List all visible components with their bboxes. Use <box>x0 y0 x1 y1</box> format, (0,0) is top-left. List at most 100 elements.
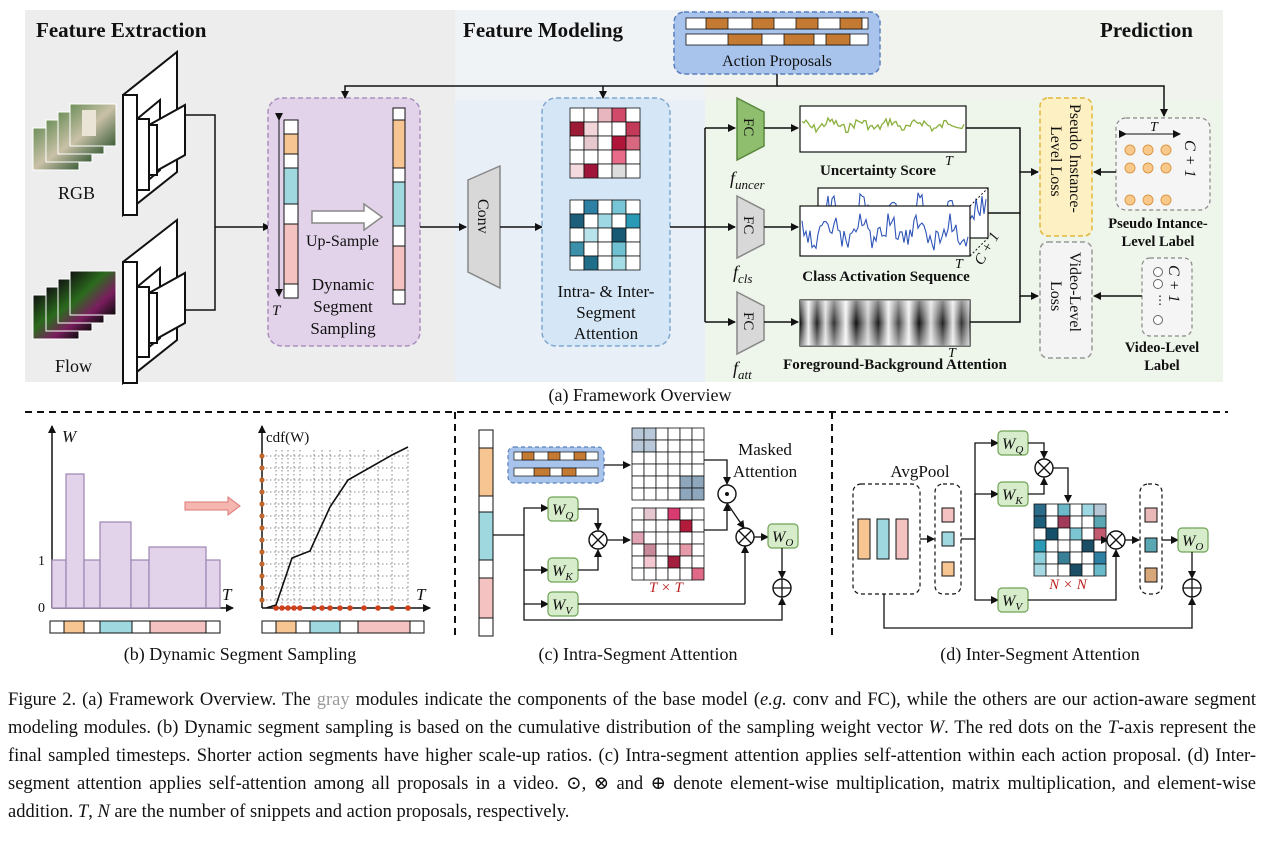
caption-c: (c) Intra-Segment Attention <box>539 644 738 665</box>
grid-cell <box>597 135 613 151</box>
grid-cell <box>1045 551 1059 565</box>
pseudo-label-dot <box>1160 194 1172 206</box>
grid-cell <box>679 567 693 581</box>
grid-cell <box>691 451 705 465</box>
grid-cell <box>611 163 627 179</box>
upsampled-sequence-bar <box>392 107 406 305</box>
grid-cell <box>597 255 613 271</box>
fc-cls-block[interactable] <box>736 194 765 260</box>
panel-d: AvgPool WQ WK WV <box>852 430 1209 665</box>
grid-cell <box>625 163 641 179</box>
b-sequence-bar-right <box>261 620 425 634</box>
grid-cell <box>631 463 645 477</box>
grid-cell <box>1081 551 1095 565</box>
uncertainty-score-plot <box>799 105 967 153</box>
grid-cell <box>667 507 681 521</box>
grid-cell <box>655 555 669 569</box>
b-transition-arrow <box>184 496 241 516</box>
grid-cell <box>597 199 613 215</box>
conv-block[interactable] <box>467 164 501 290</box>
grid-cell <box>679 427 693 441</box>
cdf-y-dot <box>259 489 265 495</box>
grid-cell <box>667 451 681 465</box>
attention-label-2: Segment <box>576 303 636 322</box>
grid-cell <box>691 543 705 557</box>
grid-cell <box>643 439 657 453</box>
grid-cell <box>1069 563 1083 577</box>
sampled-timestep-dot <box>337 605 343 611</box>
grid-cell <box>597 163 613 179</box>
grid-cell <box>625 227 641 243</box>
wk-box: WK <box>547 557 579 583</box>
grid-cell <box>1081 527 1095 541</box>
sampled-timestep-dot <box>273 605 279 611</box>
panel-c: Masked Attention WQ WK WV T × T <box>478 427 799 665</box>
grid-cell <box>679 487 693 501</box>
grid-cell <box>1057 563 1071 577</box>
grid-cell <box>1045 503 1059 517</box>
uncertainty-curve <box>801 116 965 134</box>
grid-cell <box>569 199 585 215</box>
grid-cell <box>611 227 627 243</box>
grid-cell <box>655 451 669 465</box>
grid-cell <box>631 427 645 441</box>
pseudo-loss-label-2: Level Loss <box>1047 126 1064 197</box>
cdf-y-dot <box>259 597 265 603</box>
grid-cell <box>1045 527 1059 541</box>
fc-uncertainty-block[interactable] <box>736 96 765 162</box>
cdf-sampling-grid <box>259 450 411 611</box>
grid-cell <box>631 451 645 465</box>
cdf-axis-label: cdf(W) <box>266 430 309 446</box>
pseudo-instance-loss-box[interactable] <box>1039 97 1093 237</box>
grid-cell <box>643 427 657 441</box>
grid-cell <box>655 439 669 453</box>
w-axis-label: W <box>62 427 78 446</box>
pseudo-label-dot <box>1142 194 1154 206</box>
cdf-y-dot <box>259 525 265 531</box>
sampled-timestep-dot <box>361 605 367 611</box>
grid-cell <box>569 107 585 123</box>
upsample-arrow <box>311 202 384 232</box>
grid-cell <box>1033 527 1047 541</box>
sampled-timestep-dot <box>319 605 325 611</box>
grid-cell <box>643 463 657 477</box>
grid-cell <box>679 519 693 533</box>
fc-uncertainty-label: FC <box>740 118 756 136</box>
grid-cell <box>1045 539 1059 553</box>
sampled-timestep-dot <box>311 605 317 611</box>
pseudo-label-dot <box>1124 194 1136 206</box>
sampled-timestep-dot <box>389 605 395 611</box>
grid-cell <box>1045 563 1059 577</box>
grid-cell <box>655 427 669 441</box>
grid-cell <box>1045 515 1059 529</box>
grid-cell <box>1081 539 1095 553</box>
pseudo-label-dot <box>1124 144 1136 156</box>
input-sequence-bar <box>283 119 299 299</box>
grid-cell <box>679 463 693 477</box>
proposal-bars <box>685 17 869 46</box>
grid-cell <box>691 555 705 569</box>
grid-cell <box>631 487 645 501</box>
fc-att-block[interactable] <box>736 290 765 356</box>
grid-cell <box>583 227 599 243</box>
grid-cell <box>631 507 645 521</box>
video-level-loss-box[interactable] <box>1039 241 1093 359</box>
sampled-timestep-dot <box>297 605 303 611</box>
grid-cell <box>667 555 681 569</box>
flow-frames <box>32 270 117 340</box>
grid-cell <box>1069 551 1083 565</box>
sampled-timestep-dot <box>279 605 285 611</box>
grid-cell <box>691 487 705 501</box>
grid-cell <box>1093 527 1107 541</box>
grid-cell <box>655 487 669 501</box>
grid-cell <box>679 475 693 489</box>
grid-cell <box>583 213 599 229</box>
grid-cell <box>1093 503 1107 517</box>
pseudo-label-label-2: Level Label <box>1122 234 1195 250</box>
grid-cell <box>583 149 599 165</box>
dss-label-3: Sampling <box>310 319 376 338</box>
conv-label: Conv <box>474 199 491 234</box>
pseudo-label-dot <box>1124 162 1136 174</box>
grid-cell <box>597 107 613 123</box>
uncertainty-t-label: T <box>945 154 954 169</box>
